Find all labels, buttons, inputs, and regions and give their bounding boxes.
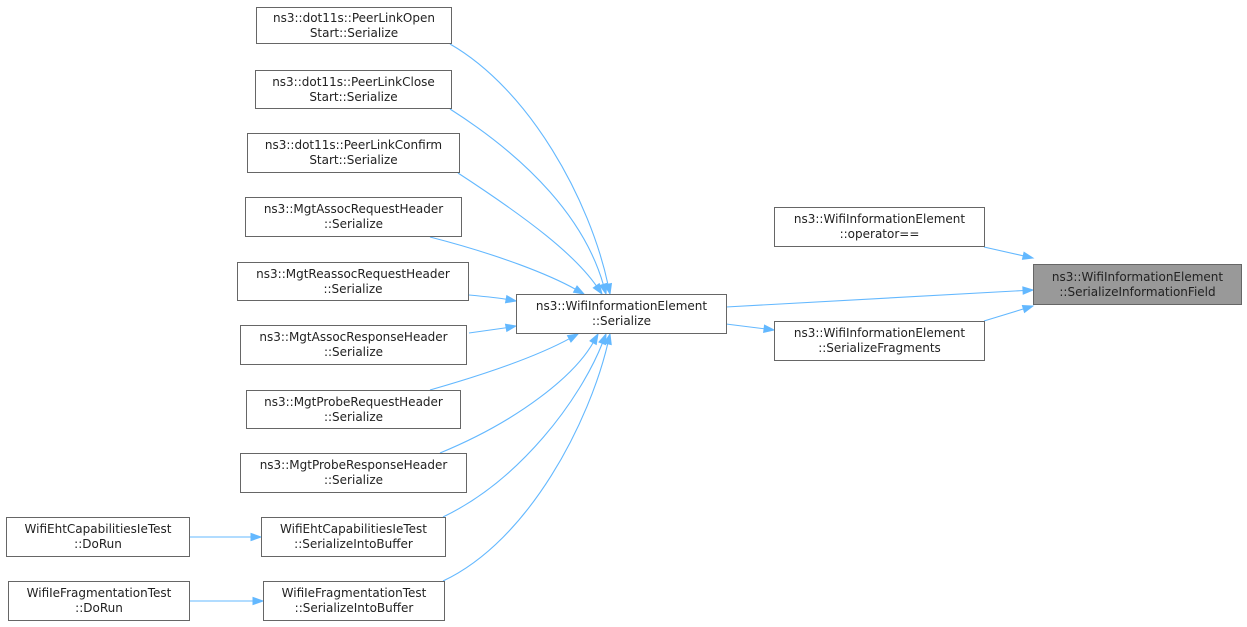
node-label-line-1: WifiIeFragmentationTest	[26, 586, 172, 600]
node-frag-serialize-into-buffer[interactable]: WifiIeFragmentationTest::SerializeIntoBu…	[263, 581, 445, 621]
arrowhead	[598, 332, 607, 346]
node-label-line-2: ::SerializeInformationField	[1059, 284, 1216, 299]
node-assoc-request[interactable]: ns3::MgtAssocRequestHeader::Serialize	[245, 197, 462, 237]
edge-eht-serialize-into-buffer-to-wie-serialize	[442, 342, 604, 518]
node-label-line-1: WifiEhtCapabilitiesIeTest	[24, 522, 172, 536]
node-label-line-2: ::Serialize	[591, 314, 652, 328]
arrowhead	[592, 282, 603, 296]
arrowhead	[250, 532, 263, 542]
node-label-line-2: Start::Serialize	[309, 25, 399, 40]
arrowhead	[589, 332, 599, 346]
edge-assoc-response-to-wie-serialize	[468, 327, 508, 334]
node-reassoc-request[interactable]: ns3::MgtReassocRequestHeader::Serialize	[237, 262, 469, 301]
edge-probe-response-to-wie-serialize	[439, 341, 595, 454]
node-eht-serialize-into-buffer[interactable]: WifiEhtCapabilitiesIeTest::SerializeInto…	[261, 517, 446, 557]
node-label-line-1: ns3::MgtProbeRequestHeader	[264, 394, 443, 409]
arrowhead	[504, 294, 518, 304]
node-probe-request[interactable]: ns3::MgtProbeRequestHeader::Serialize	[246, 390, 461, 429]
arrowhead	[1022, 286, 1035, 295]
node-label-line-1: ns3::WifiInformationElement	[535, 299, 708, 313]
node-label-line-2: Start::Serialize	[309, 153, 398, 167]
arrowhead	[1021, 251, 1035, 260]
node-label-line-1: ns3::MgtProbeResponseHeader	[259, 458, 448, 472]
node-label-line-1: ns3::MgtAssocResponseHeader	[259, 330, 448, 344]
node-label-line-1: ns3::WifiInformationElement	[1051, 269, 1224, 284]
edge-peer-link-open-to-wie-serialize	[449, 43, 609, 286]
edge-reassoc-request-to-wie-serialize	[468, 294, 508, 300]
node-label-line-1: ns3::MgtReassocRequestHeader	[256, 266, 450, 281]
node-label-line-2: ::Serialize	[323, 473, 384, 487]
node-operator-eq[interactable]: ns3::WifiInformationElement::operator==	[774, 207, 985, 247]
arrowhead	[504, 323, 518, 333]
arrowhead	[572, 285, 586, 295]
node-serialize-information-field: ns3::WifiInformationElement::SerializeIn…	[1033, 264, 1242, 305]
arrowhead	[566, 333, 580, 343]
node-label-line-2: ::SerializeIntoBuffer	[294, 601, 414, 615]
edge-assoc-request-to-wie-serialize	[429, 236, 577, 291]
node-label-line-1: WifiEhtCapabilitiesIeTest	[280, 522, 427, 536]
node-label-line-1: ns3::MgtAssocRequestHeader	[263, 202, 444, 216]
node-serialize-fragments[interactable]: ns3::WifiInformationElement::SerializeFr…	[774, 321, 985, 361]
node-label-line-2: ::operator==	[839, 227, 920, 241]
edge-peer-link-confirm-to-wie-serialize	[457, 172, 598, 287]
node-label-line-1: ns3::WifiInformationElement	[793, 212, 966, 226]
node-wie-serialize[interactable]: ns3::WifiInformationElement::Serialize	[516, 294, 727, 334]
arrowhead	[763, 324, 776, 333]
edge-wie-serialize-to-serialize-fragments	[725, 323, 766, 330]
edge-frag-serialize-into-buffer-to-wie-serialize	[442, 342, 609, 582]
node-label-line-1: ns3::dot11s::PeerLinkClose	[272, 74, 435, 89]
edge-wie-serialize-to-serialize-information-field	[725, 289, 1025, 308]
node-label-line-2: ::SerializeIntoBuffer	[294, 537, 413, 551]
node-label-line-2: ::SerializeFragments	[818, 341, 941, 355]
node-label-line-2: ::Serialize	[323, 217, 384, 231]
node-label-line-2: ::Serialize	[323, 345, 384, 359]
node-label-line-1: ns3::dot11s::PeerLinkConfirm	[264, 138, 443, 152]
edge-probe-request-to-wie-serialize	[429, 337, 571, 391]
node-label-line-2: ::Serialize	[323, 409, 384, 424]
node-label-line-1: ns3::dot11s::PeerLinkOpen	[273, 10, 435, 25]
arrowhead	[603, 332, 612, 346]
node-frag-do-run[interactable]: WifiIeFragmentationTest::DoRun	[8, 581, 190, 621]
arrowhead	[598, 282, 608, 296]
node-label-line-2: ::Serialize	[323, 281, 383, 296]
node-label-line-2: ::DoRun	[75, 601, 123, 615]
node-assoc-response[interactable]: ns3::MgtAssocResponseHeader::Serialize	[240, 325, 467, 365]
arrowhead	[252, 596, 265, 606]
node-label-line-1: WifiIeFragmentationTest	[281, 586, 427, 600]
edge-operator-eq-to-serialize-information-field	[983, 246, 1025, 257]
node-label-line-1: ns3::WifiInformationElement	[793, 326, 966, 340]
arrowhead	[1021, 304, 1035, 314]
edge-serialize-fragments-to-serialize-information-field	[983, 308, 1025, 322]
node-label-line-2: ::DoRun	[74, 537, 122, 551]
node-label-line-2: Start::Serialize	[309, 89, 398, 104]
node-eht-do-run[interactable]: WifiEhtCapabilitiesIeTest::DoRun	[6, 517, 190, 557]
edge-peer-link-close-to-wie-serialize	[449, 108, 605, 286]
node-probe-response[interactable]: ns3::MgtProbeResponseHeader::Serialize	[240, 453, 467, 493]
